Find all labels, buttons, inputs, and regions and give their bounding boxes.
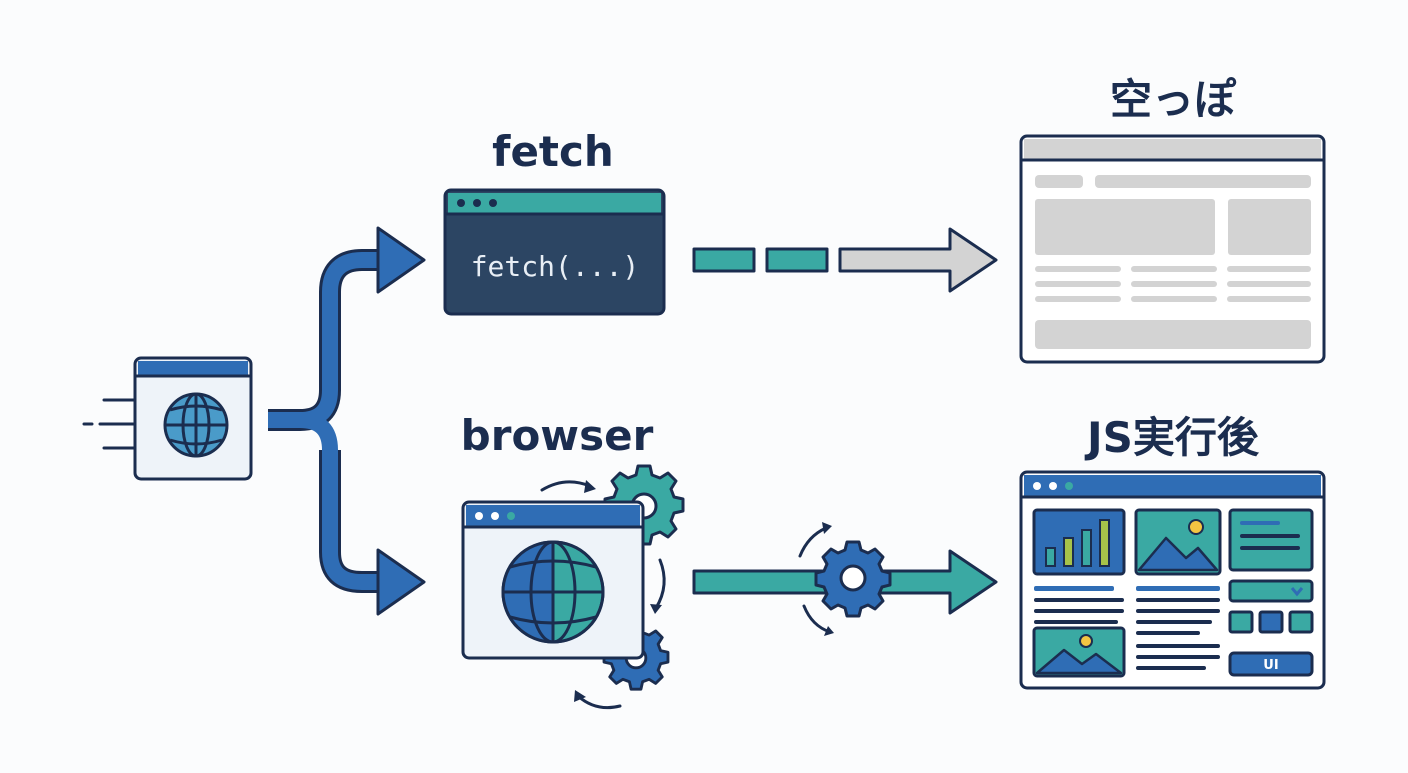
image-icon (1134, 508, 1222, 576)
branch-arrowhead-bottom (376, 548, 426, 616)
empty-page-title: 空っぽ (1110, 75, 1237, 124)
browser-window-titlebar (466, 505, 640, 526)
empty-page-window (1019, 134, 1326, 364)
content-text-lines (1034, 586, 1220, 670)
branch-arrow (268, 226, 426, 616)
branch-arrowhead-top (376, 226, 426, 294)
text-card (1228, 508, 1314, 572)
fetch-code-window: fetch(...) (443, 188, 666, 316)
rendered-page-window: UI (1019, 470, 1326, 690)
render-gear-icon (814, 540, 892, 618)
bar-chart-icon (1032, 508, 1126, 576)
browser-window (461, 500, 645, 660)
window-dot-icon (475, 512, 483, 520)
window-dot-icon (473, 199, 481, 207)
browser-globe-icon (501, 540, 605, 644)
window-dot-icon (489, 199, 497, 207)
fetch-title: fetch (492, 127, 614, 176)
window-dot-icon (491, 512, 499, 520)
image-icon (1032, 626, 1126, 678)
placeholder-blocks (1035, 175, 1311, 349)
window-dot-icon (457, 199, 465, 207)
source-globe-icon (163, 392, 229, 458)
ui-badge: UI (1228, 651, 1314, 677)
render-arrow (692, 522, 998, 636)
fetch-code-text: fetch(...) (471, 250, 640, 283)
browser-rotation-arrows (540, 480, 666, 710)
browser-title: browser (461, 411, 654, 460)
ui-badge-label: UI (1263, 658, 1278, 673)
window-dot-icon (1065, 482, 1073, 490)
fetch-window-titlebar (448, 193, 661, 214)
window-dot-icon (1033, 482, 1041, 490)
window-dot-icon (507, 512, 515, 520)
source-window-titlebar (138, 361, 248, 376)
window-dot-icon (1049, 482, 1057, 490)
tile-group (1228, 610, 1314, 634)
rendered-page-title: JS実行後 (1084, 413, 1260, 462)
dropdown-widget (1228, 579, 1314, 603)
source-website-node (82, 356, 253, 481)
fetch-result-arrow (692, 227, 998, 293)
render-rotation-arrows (798, 522, 834, 636)
chevron-down-icon (1290, 587, 1304, 597)
rendered-window-titlebar (1024, 475, 1321, 496)
